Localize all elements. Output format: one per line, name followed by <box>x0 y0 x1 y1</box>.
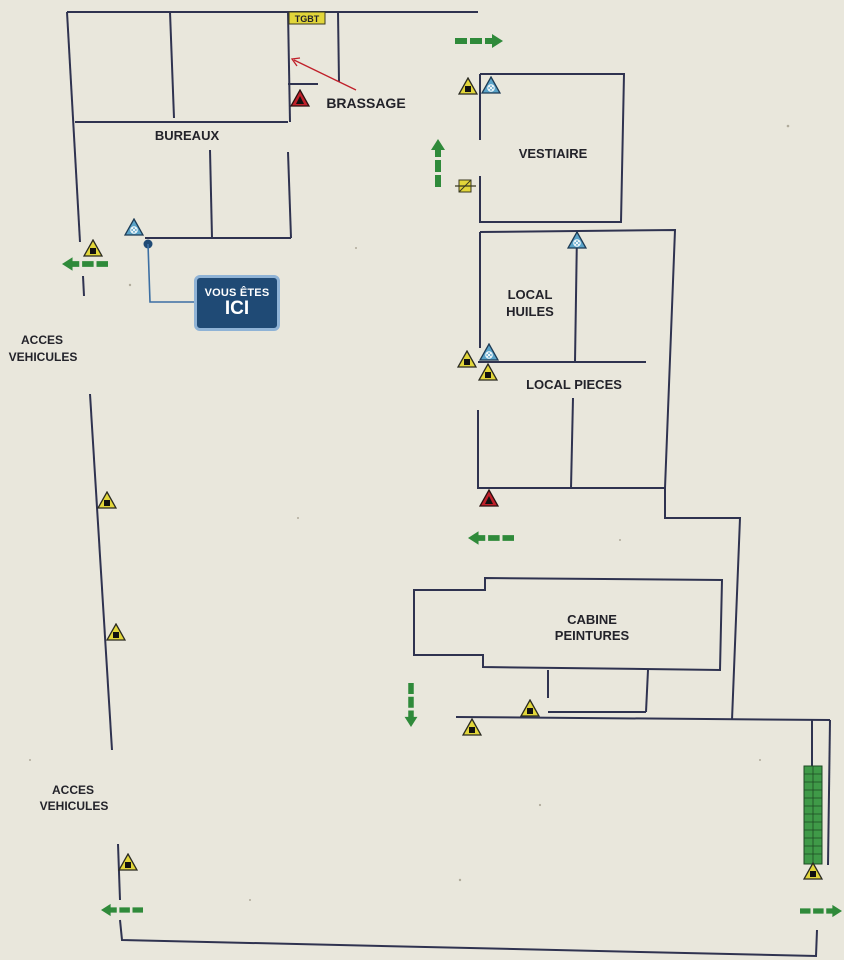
label-cabine-line2: PEINTURES <box>555 628 630 643</box>
walls-locaux <box>477 228 742 721</box>
label-local-huiles-line2: HUILES <box>506 304 554 319</box>
ramp-icon <box>803 765 823 865</box>
tgbt-box: TGBT <box>288 11 326 25</box>
alarm-button-icon <box>106 623 126 641</box>
exit-arrow-icon <box>455 34 503 48</box>
alarm-button-icon <box>118 853 138 871</box>
brassage-pointer-arrow <box>290 57 357 91</box>
exit-arrow-icon <box>468 531 514 545</box>
label-local-huiles-line1: LOCAL <box>508 287 553 302</box>
smoke-detector-icon <box>479 343 499 361</box>
walls-bureaux <box>66 11 478 297</box>
you-are-here-sign: VOUS ÊTES ICI <box>194 275 280 331</box>
smoke-detector-icon <box>124 218 144 236</box>
alarm-button-icon <box>478 363 498 381</box>
label-cabine-line1: CABINE <box>567 612 617 627</box>
label-local-pieces: LOCAL PIECES <box>526 377 622 392</box>
you-are-here-pointer <box>143 239 194 303</box>
alarm-button-icon <box>458 77 478 95</box>
walls-hall <box>89 393 831 958</box>
smoke-detector-icon <box>481 76 501 94</box>
fire-extinguisher-icon <box>290 89 310 107</box>
you-are-here-line1: VOUS ÊTES <box>204 287 270 299</box>
label-acces-bottom-line1: ACCES <box>52 783 94 797</box>
fire-extinguisher-icon <box>479 489 499 507</box>
exit-arrow-icon <box>62 257 108 271</box>
walls-vestiaire <box>479 73 626 223</box>
exit-arrow-icon <box>404 683 418 727</box>
label-bureaux: BUREAUX <box>155 128 220 143</box>
svg-text:TGBT: TGBT <box>295 14 320 24</box>
you-are-here-line2: ICI <box>224 298 250 319</box>
alarm-button-icon <box>97 491 117 509</box>
alarm-button-icon <box>462 718 482 736</box>
alarm-button-icon <box>457 350 477 368</box>
shutoff-valve-icon <box>455 179 476 193</box>
alarm-button-icon <box>83 239 103 257</box>
wall-specks <box>29 124 790 901</box>
label-acces-top-line2: VEHICULES <box>9 350 78 364</box>
alarm-button-icon <box>803 862 823 880</box>
label-vestiaire: VESTIAIRE <box>519 146 588 161</box>
label-acces-top-line1: ACCES <box>21 333 63 347</box>
exit-arrow-icon <box>800 904 842 918</box>
label-brassage: BRASSAGE <box>326 95 405 111</box>
exit-arrow-icon <box>431 139 445 187</box>
exit-arrow-icon <box>101 903 143 917</box>
label-acces-bottom-line2: VEHICULES <box>40 799 109 813</box>
smoke-detector-icon <box>567 231 587 249</box>
alarm-button-icon <box>520 699 540 717</box>
walls-cabine <box>413 576 724 713</box>
